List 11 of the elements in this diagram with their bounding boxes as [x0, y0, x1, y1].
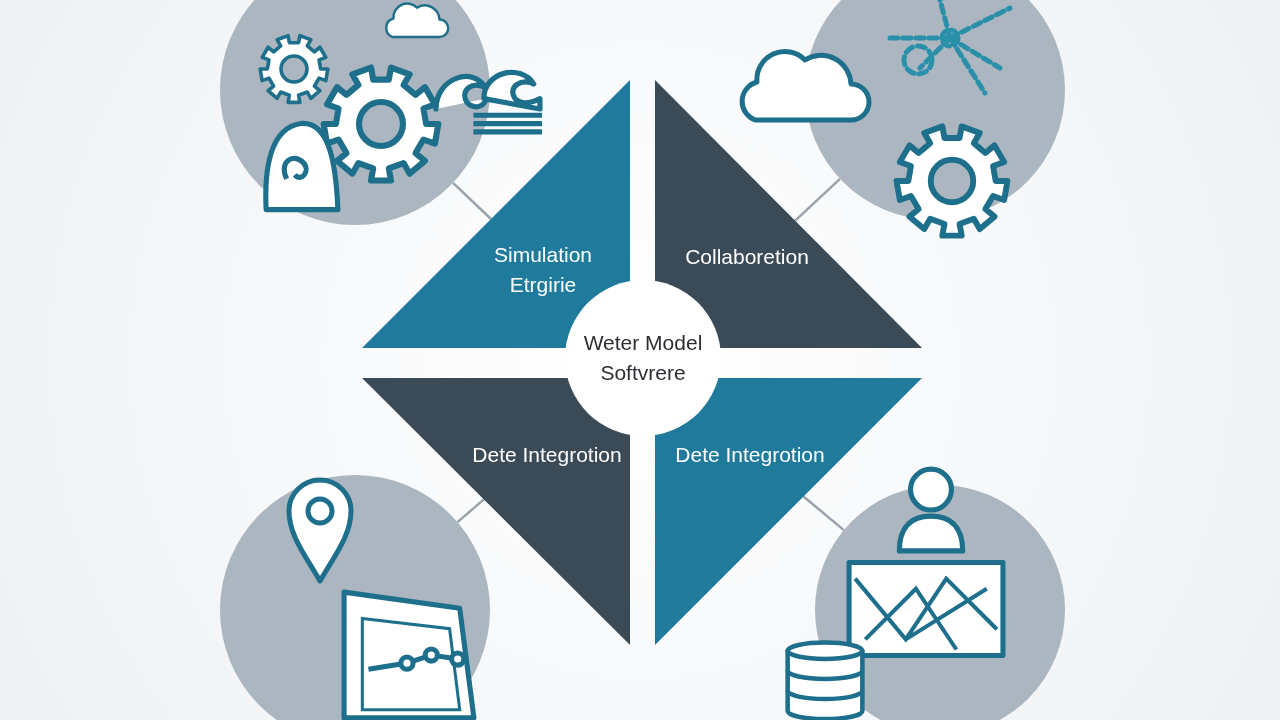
quadrant-label: Collaboretion: [684, 243, 810, 270]
center-label: Weter Model Softvrere: [583, 329, 703, 386]
connector-line: [456, 498, 485, 524]
quadrant-triangle: [655, 378, 922, 645]
quadrant-triangle: [362, 378, 630, 645]
connector-line: [794, 177, 841, 222]
quadrant-label: Dete Integrotion: [471, 441, 623, 468]
quadrant-label: Simulation Etrgirie: [492, 241, 594, 298]
quadrant-label: Dete Integrotion: [674, 441, 826, 468]
connector-line: [452, 182, 492, 220]
connector-line: [802, 495, 845, 532]
